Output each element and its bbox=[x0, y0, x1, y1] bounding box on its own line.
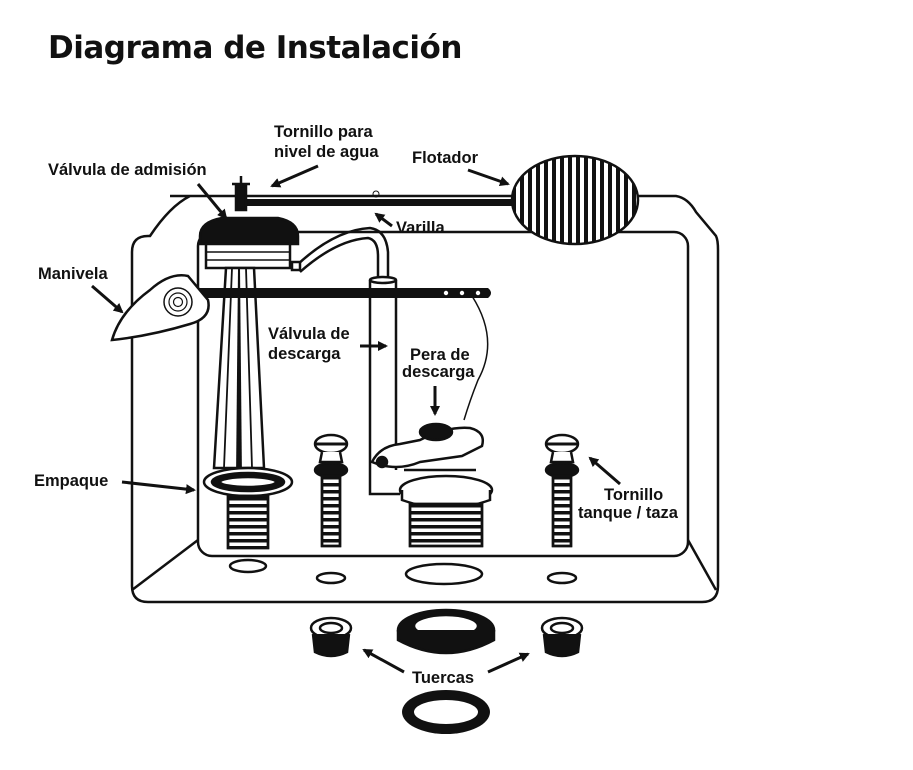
fill-valve-base bbox=[202, 466, 294, 550]
label-tornillo-nivel-line1: Tornillo para bbox=[274, 123, 374, 141]
handle bbox=[110, 274, 210, 342]
labels: Tornillo para nivel de agua Válvula de a… bbox=[34, 123, 679, 687]
diagram-title: Diagrama de Instalación bbox=[48, 30, 462, 66]
tank-outline bbox=[130, 194, 720, 604]
label-tornillo-tanque-line2: tanque / taza bbox=[578, 504, 679, 522]
nut-right bbox=[540, 616, 584, 658]
label-varilla: Varilla bbox=[396, 219, 445, 237]
trip-lever-arm bbox=[196, 288, 491, 421]
refill-tube bbox=[290, 226, 390, 278]
label-valvula-descarga-line1: Válvula de bbox=[268, 325, 350, 343]
tank-holes bbox=[228, 558, 578, 586]
label-valvula-admision: Válvula de admisión bbox=[48, 161, 207, 179]
tank-bolt-left bbox=[313, 433, 349, 548]
label-pera-descarga-line1: Pera de bbox=[410, 346, 470, 364]
flush-valve-base bbox=[398, 474, 494, 548]
label-valvula-descarga-line2: descarga bbox=[268, 345, 341, 363]
flush-gasket bbox=[396, 608, 496, 655]
nut-left bbox=[309, 616, 353, 658]
bottom-ring bbox=[402, 690, 490, 734]
label-pera-descarga-line2: descarga bbox=[402, 363, 475, 381]
label-empaque: Empaque bbox=[34, 472, 108, 490]
overflow-tube bbox=[368, 275, 400, 496]
float-rod bbox=[240, 190, 530, 206]
tank-bolt-right bbox=[544, 433, 580, 548]
label-tornillo-nivel-line2: nivel de agua bbox=[274, 143, 379, 161]
label-tuercas: Tuercas bbox=[412, 669, 474, 687]
label-manivela: Manivela bbox=[38, 265, 109, 283]
float-ball bbox=[510, 154, 640, 246]
flapper bbox=[370, 422, 484, 472]
fill-valve bbox=[198, 176, 300, 480]
label-flotador: Flotador bbox=[412, 149, 479, 167]
label-tornillo-tanque-line1: Tornillo bbox=[604, 486, 663, 504]
label-arrows bbox=[91, 164, 621, 674]
